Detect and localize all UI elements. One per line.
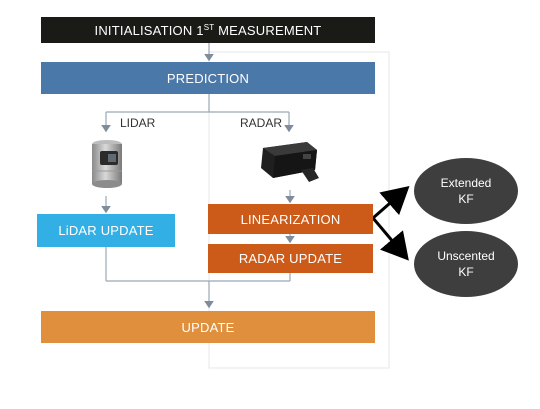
radar-update-block: RADAR UPDATE	[208, 244, 373, 273]
arrow-to-extended-kf	[372, 186, 410, 220]
update-block: UPDATE	[41, 311, 375, 343]
unscented-kf-node: Unscented KF	[414, 231, 518, 297]
extended-kf-node: Extended KF	[414, 158, 518, 224]
radar-update-label: RADAR UPDATE	[238, 251, 343, 266]
lidar-branch-label: LIDAR	[120, 116, 156, 130]
extended-kf-line2: KF	[458, 192, 474, 206]
initialisation-label: INITIALISATION 1	[94, 22, 204, 38]
initialisation-label-tail: MEASUREMENT	[214, 22, 322, 38]
linearization-block: LINEARIZATION	[208, 204, 373, 234]
update-label: UPDATE	[181, 319, 235, 335]
prediction-block: PREDICTION	[41, 62, 375, 94]
lidar-update-block: LiDAR UPDATE	[37, 214, 175, 247]
prediction-label: PREDICTION	[166, 70, 250, 86]
lidar-sensor-icon	[92, 140, 122, 188]
extended-kf-line1: Extended	[440, 176, 492, 190]
arrow-to-unscented-kf	[371, 217, 409, 261]
unscented-kf-line2: KF	[458, 265, 474, 279]
unscented-kf-line1: Unscented	[437, 249, 495, 263]
radar-sensor-icon	[261, 142, 319, 182]
linearization-label: LINEARIZATION	[240, 211, 341, 227]
lidar-update-label: LiDAR UPDATE	[58, 223, 154, 238]
radar-branch-label: RADAR	[240, 116, 283, 130]
initialisation-superscript: ST	[203, 22, 215, 32]
